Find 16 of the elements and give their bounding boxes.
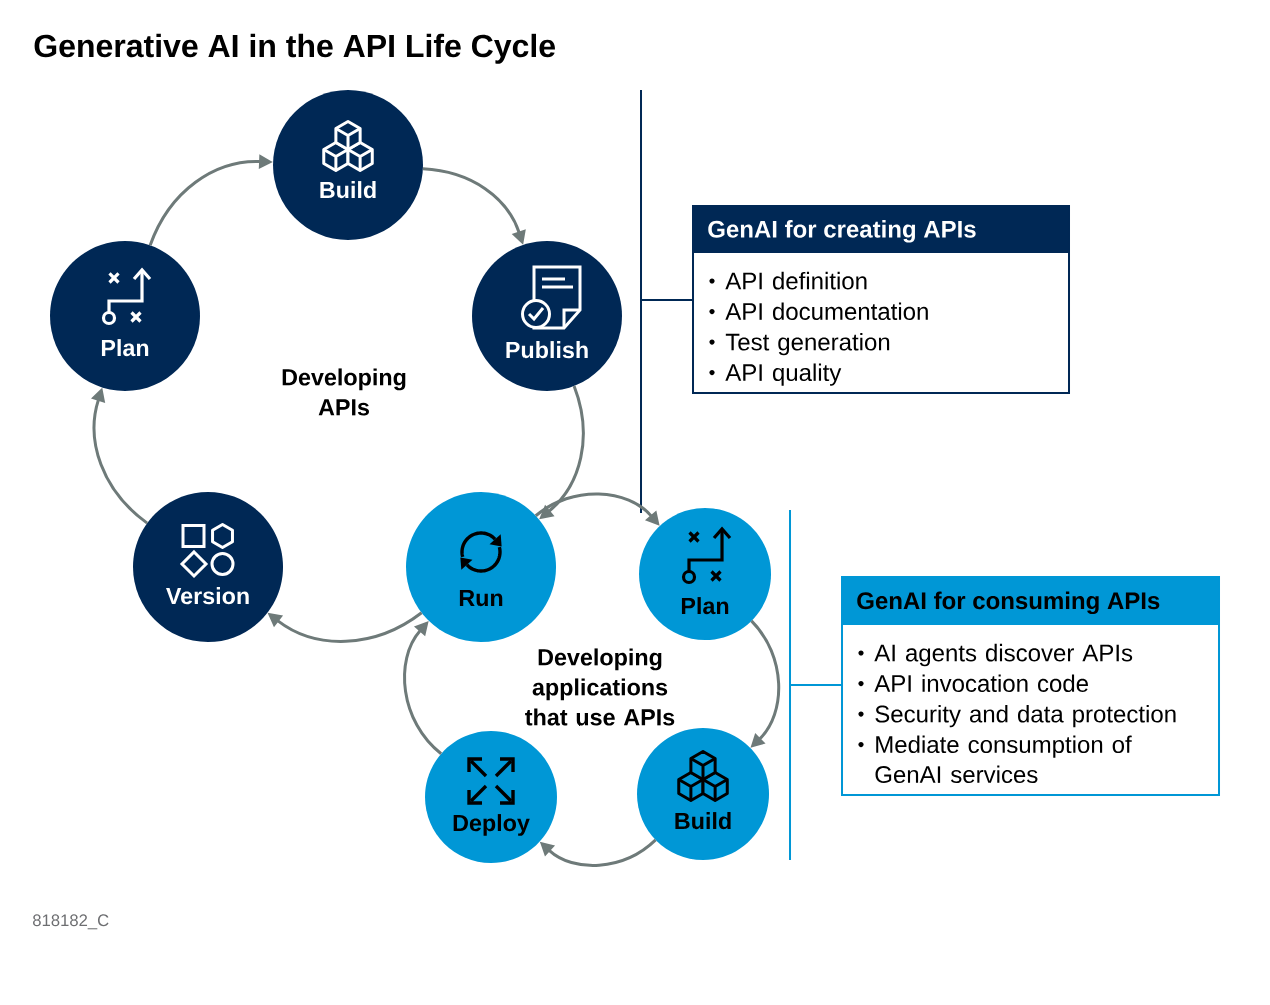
box-header: GenAI for consuming APIs — [842, 577, 1219, 625]
cycle-label: Developing APIs — [282, 368, 406, 416]
list-item: API invocation code — [874, 674, 1088, 693]
list-item: Security and data protection — [875, 704, 1176, 728]
curved-arrow — [750, 619, 781, 748]
title: Generative AI in the API Life Cycle — [34, 33, 555, 64]
list-item: API definition — [725, 271, 867, 290]
list-item: API documentation — [725, 302, 928, 321]
list-item: AI agents discover APIs — [874, 643, 1133, 667]
list-item: Test generation — [725, 332, 890, 356]
box-header: GenAI for creating APIs — [693, 206, 1069, 253]
figure-id: 818182_C — [33, 914, 109, 930]
curved-arrow — [403, 621, 443, 755]
list-item: Mediate consumption of GenAI services — [875, 735, 1132, 784]
cycle-label: Developing applications that use APIs — [525, 648, 675, 726]
list-item: API quality — [725, 363, 842, 386]
